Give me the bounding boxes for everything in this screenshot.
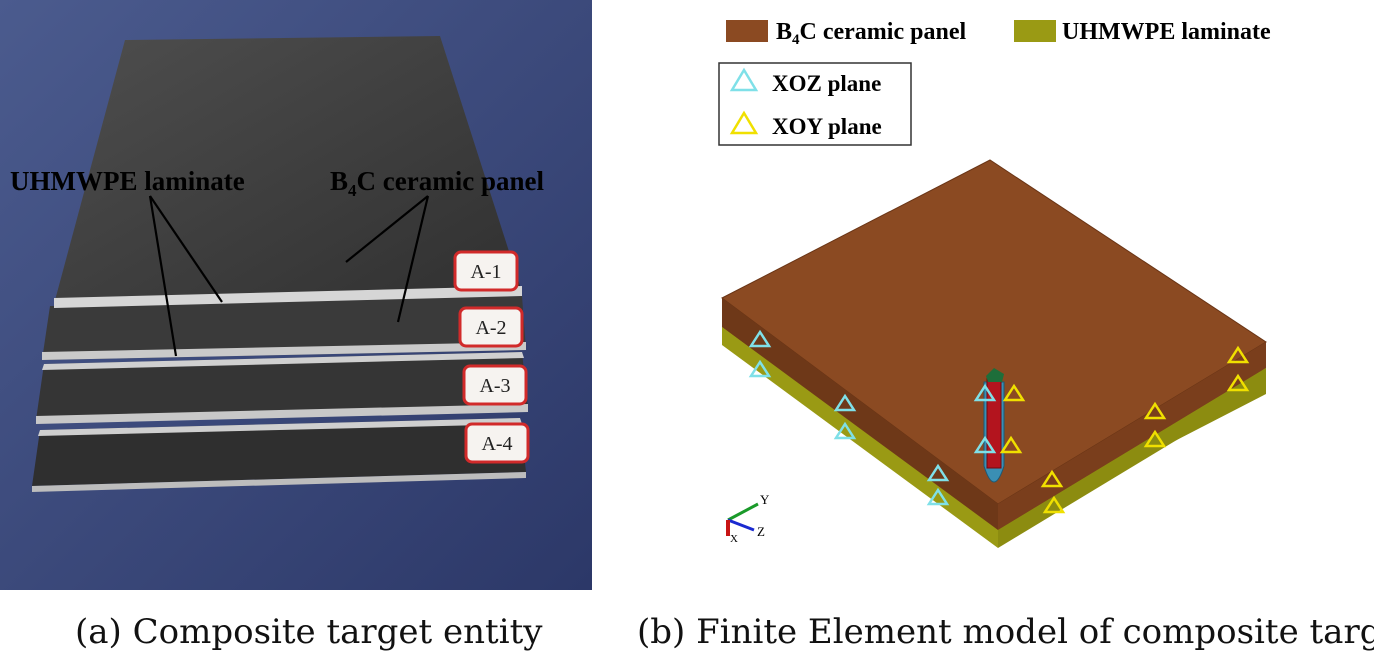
target-plate-3: [36, 352, 528, 424]
tag-a4: A-4: [464, 422, 530, 464]
legend-laminate-swatch: [1014, 20, 1056, 42]
caption-b: (b) Finite Element model of composite ta…: [637, 612, 1374, 652]
finite-element-model: B4C ceramic panel UHMWPE laminate XOZ pl…: [718, 19, 1271, 548]
photo-leader-lines: [148, 195, 430, 357]
marker-legend-box: [718, 62, 912, 146]
caption-a: (a) Composite target entity: [75, 612, 543, 652]
svg-text:A-4: A-4: [481, 433, 512, 455]
xoy-marker-icon: [729, 110, 759, 135]
svg-text:X: X: [730, 533, 738, 545]
legend-xoy-label: XOY plane: [772, 114, 882, 139]
label-uhmwpe-laminate: UHMWPE laminate: [10, 166, 245, 196]
svg-text:A-2: A-2: [475, 317, 506, 339]
target-plate-4: [32, 418, 526, 492]
svg-text:Y: Y: [760, 492, 770, 507]
label-b4c-ceramic-panel: B4C ceramic panel: [330, 166, 544, 200]
target-plate-model: [721, 159, 1267, 548]
svg-text:A-3: A-3: [479, 375, 510, 397]
projectile-model: [983, 368, 1005, 483]
target-plate-2: [42, 296, 526, 360]
legend-xoz-label: XOZ plane: [772, 71, 881, 96]
xoz-markers: [748, 329, 997, 506]
legend-ceramic-swatch: [726, 20, 768, 42]
tag-a3: A-3: [462, 364, 528, 406]
svg-text:A-1: A-1: [470, 261, 501, 283]
axis-triad: Y Z X: [726, 492, 770, 545]
legend-laminate-label: UHMWPE laminate: [1062, 19, 1271, 45]
legend-ceramic-label: B4C ceramic panel: [776, 19, 966, 48]
tag-a1: A-1: [453, 250, 519, 292]
svg-text:Z: Z: [757, 524, 765, 539]
composite-target-photo: A-1 A-2 A-3 A-4 UHMWPE laminate B4C cera…: [0, 0, 592, 590]
xoz-marker-icon: [729, 67, 759, 92]
tag-a2: A-2: [458, 306, 524, 348]
xoy-markers: [999, 345, 1250, 514]
